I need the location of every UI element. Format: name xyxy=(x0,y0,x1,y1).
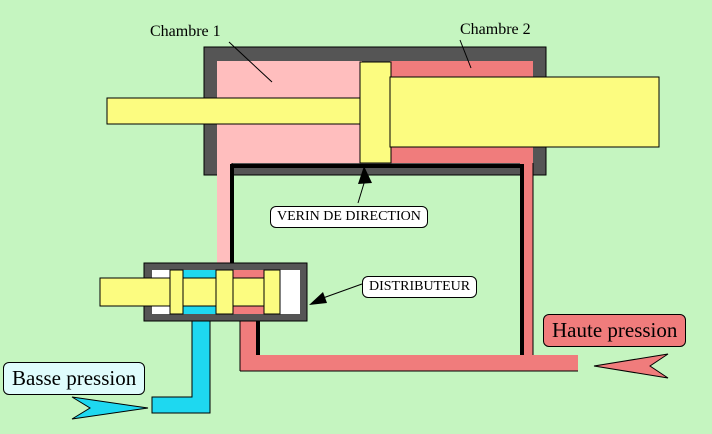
high-pressure-inflow-arrow xyxy=(593,353,669,379)
low-pressure-line-horizontal xyxy=(152,397,210,413)
right-piston-rod xyxy=(389,76,660,148)
haute-pression-label: Haute pression xyxy=(543,314,687,347)
low-pressure-line-vertical xyxy=(192,316,210,398)
return-line xyxy=(230,164,524,362)
high-pressure-line-vertical xyxy=(240,316,256,371)
verin-arrowhead xyxy=(358,166,372,184)
distributeur-label: DISTRIBUTEUR xyxy=(362,276,478,298)
chambre1-label: Chambre 1 xyxy=(150,23,221,40)
distributeur-arrowhead xyxy=(309,292,327,305)
distributor-port-high-bottom xyxy=(232,306,265,314)
pipe-chamber1-to-distributor xyxy=(217,163,232,268)
distributor-port-high-top xyxy=(232,270,265,278)
left-piston-rod xyxy=(106,97,363,125)
distributor-spool-rod xyxy=(99,277,281,307)
distributor-port-low-bottom xyxy=(182,306,217,314)
distributor-port-low-top xyxy=(182,270,217,278)
distributeur-leader xyxy=(322,283,363,299)
verin-leader xyxy=(357,179,366,204)
chambre2-label: Chambre 2 xyxy=(460,21,531,38)
high-pressure-line-horizontal xyxy=(240,355,578,371)
spool-land-1 xyxy=(169,269,184,315)
piston xyxy=(359,61,392,164)
spool-land-2 xyxy=(215,269,234,315)
spool-land-3 xyxy=(263,269,281,315)
chambre2-leader xyxy=(459,39,472,69)
low-pressure-outflow-arrow xyxy=(71,396,149,420)
chambre1-leader xyxy=(228,41,273,83)
verin-de-direction-label: VERIN DE DIRECTION xyxy=(270,206,428,228)
basse-pression-label: Basse pression xyxy=(3,362,146,395)
